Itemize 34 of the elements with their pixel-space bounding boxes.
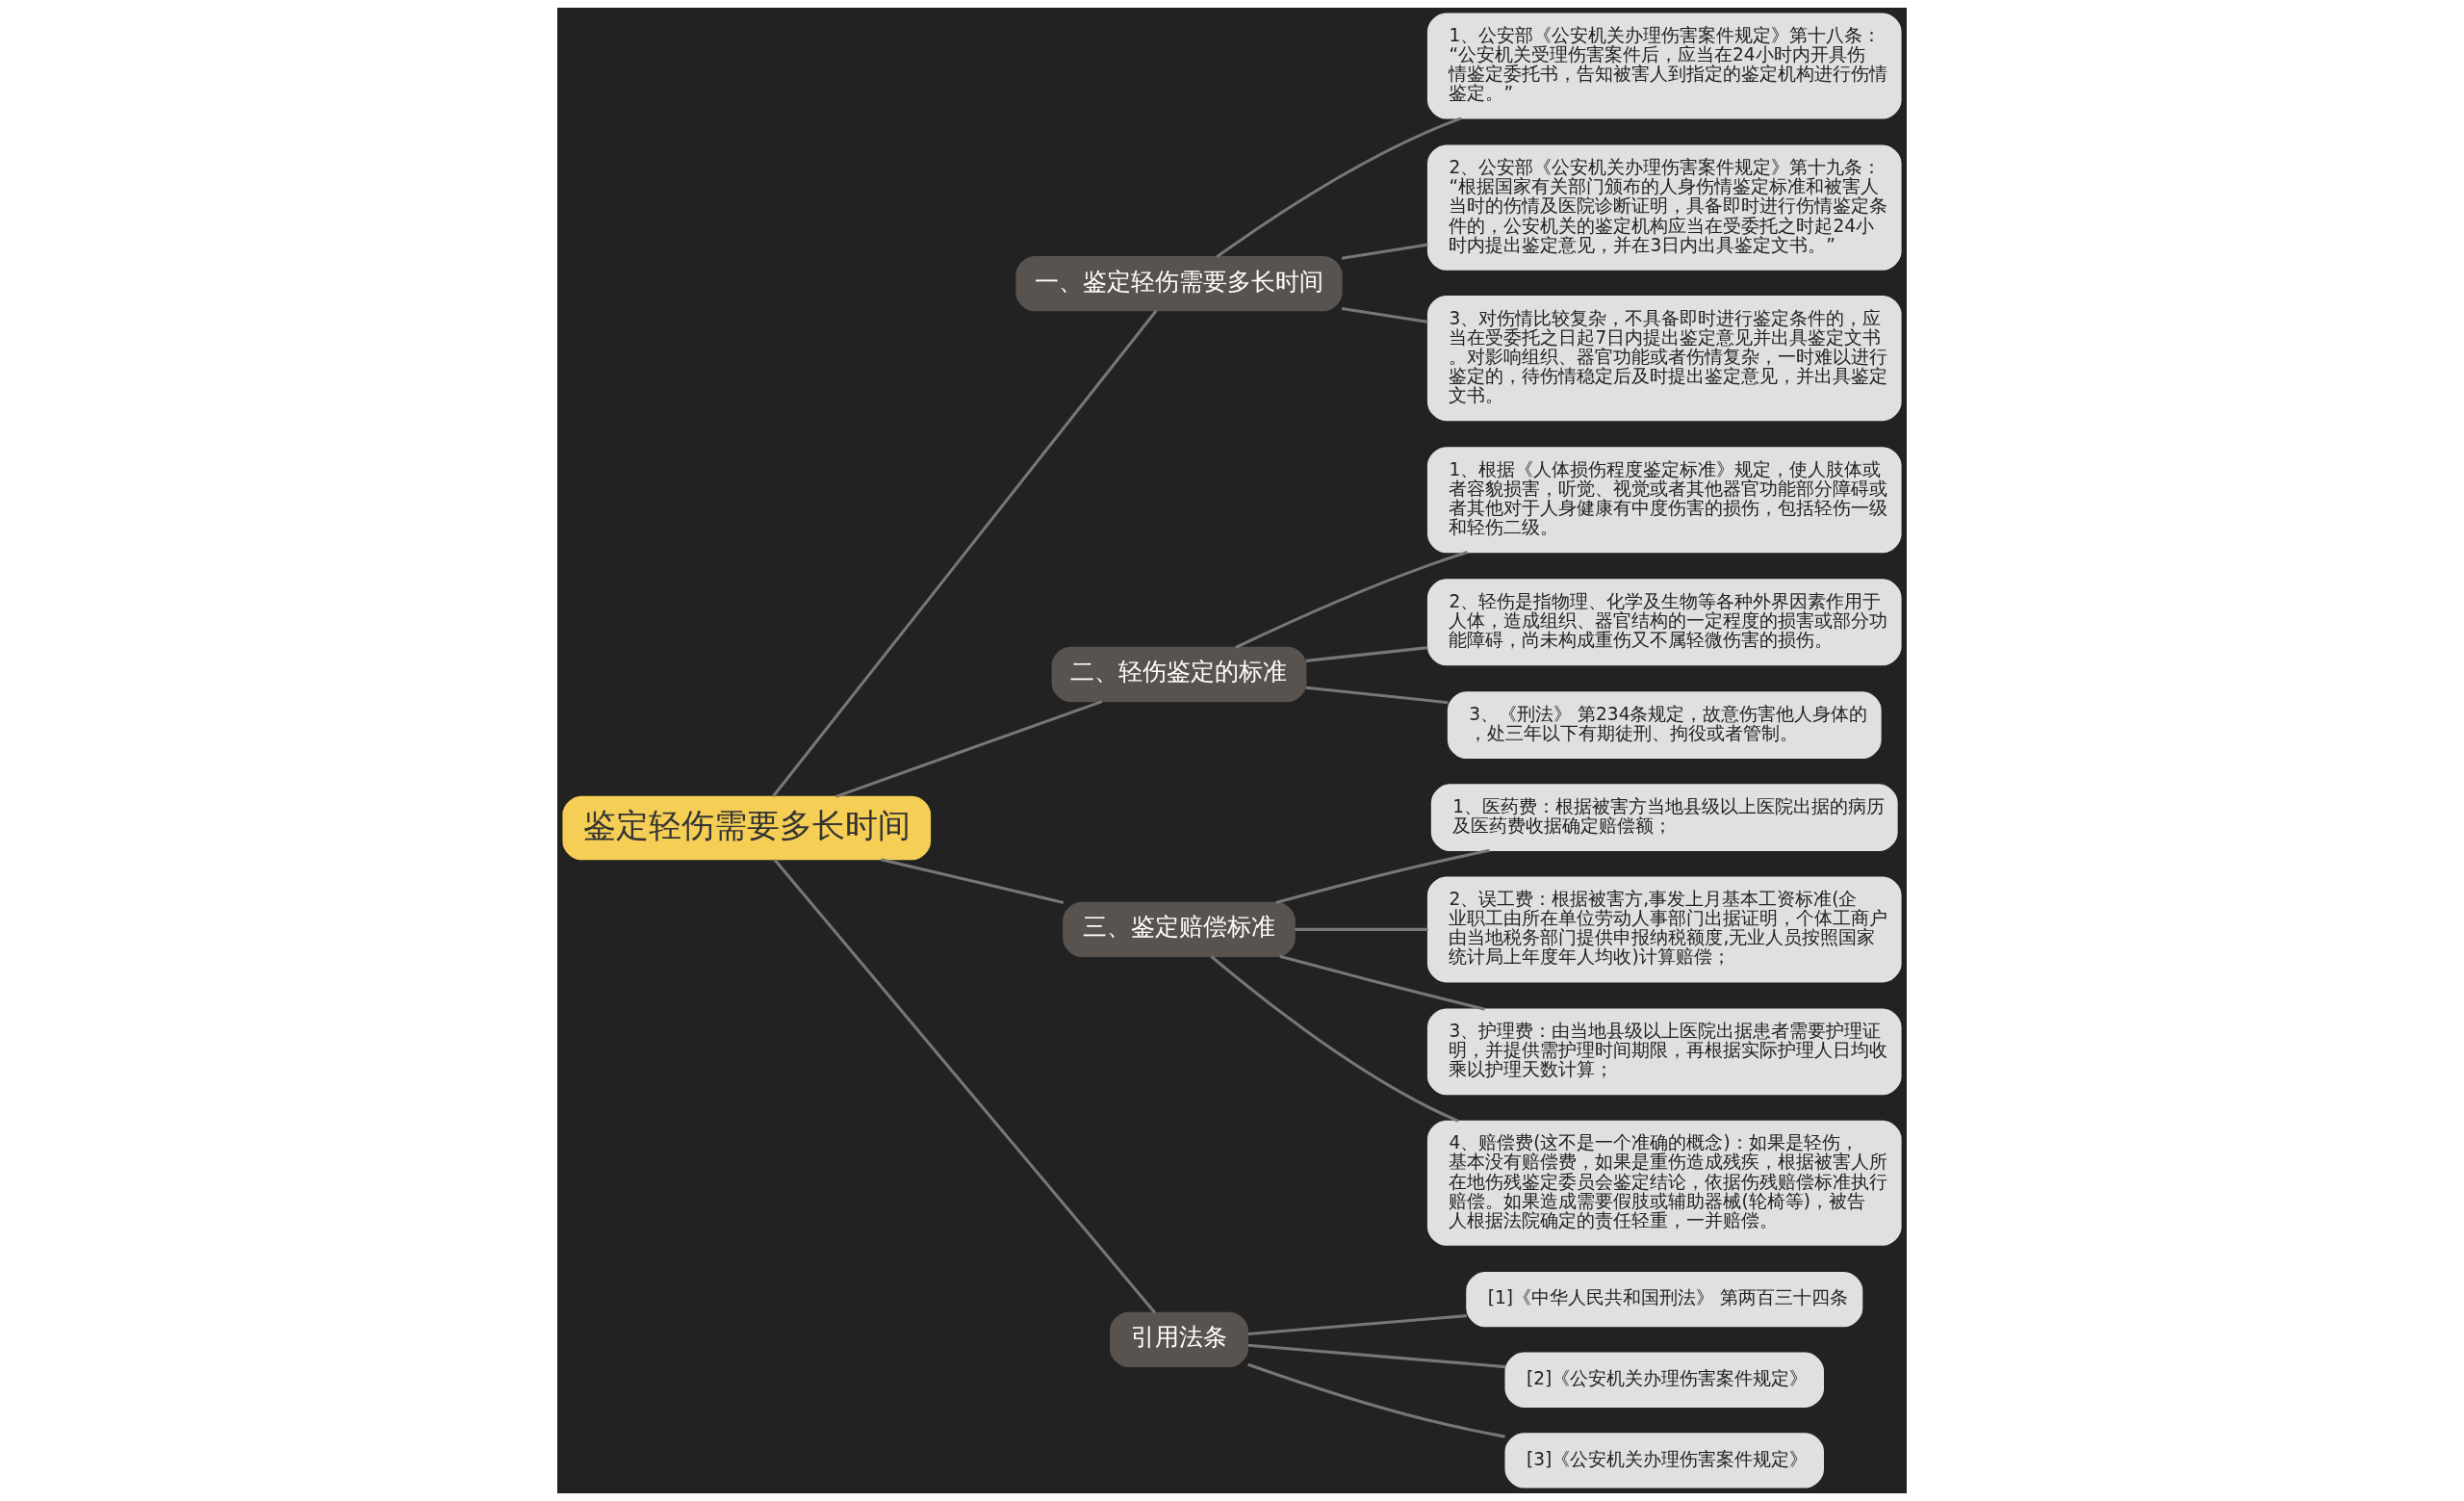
node-box: [1]《中华人民共和国刑法》 第两百三十四条	[1466, 1271, 1863, 1328]
node-box: 2、轻伤是指物理、化学及生物等各种外界因素作用于人体，造成组织、器官结构的一定程度的损害或部分功能障碍，尚未构成重伤又不属轻微伤害的损伤。	[1426, 579, 1902, 666]
connector	[1216, 116, 1462, 258]
node-box: 三、鉴定赔偿标准	[1063, 901, 1296, 958]
node-box: 引用法条	[1109, 1311, 1249, 1368]
connector	[1341, 243, 1428, 260]
connector	[835, 700, 1103, 798]
node-box: 3、对伤情比较复杂，不具备即时进行鉴定条件的，应当在受委托之日起7日内提出鉴定意见并出具鉴定文书。对影响组织、器官功能或者伤情复杂，一时难以进行鉴定的，待伤情稳定后及时提出鉴定意见，并出具鉴定文书。	[1426, 296, 1902, 422]
node-box: 1、根据《人体损伤程度鉴定标准》规定，使人肢体或者容貌损害，听觉、视觉或者其他器官功能部分障碍或者其他对于人身健康有中度伤害的损伤，包括轻伤一级和轻伤二级。	[1426, 447, 1902, 554]
node-box: 2、误工费：根据被害方,事发上月基本工资标准(企业职工由所在单位劳动人事部门出据证明，个体工商户由当地税务部门提供申报纳税额度,无业人员按照国家统计局上年度年人均收)计算赔偿；	[1426, 876, 1902, 983]
connector	[1247, 1343, 1506, 1369]
node-box: 一、鉴定轻伤需要多长时间	[1015, 255, 1343, 312]
connector	[1279, 954, 1485, 1011]
connector	[881, 858, 1065, 904]
connector	[773, 858, 1157, 1314]
connector	[1210, 955, 1459, 1123]
connector	[772, 309, 1158, 798]
connector	[1305, 686, 1449, 705]
node-box: [3]《公安机关办理伤害案件规定》	[1504, 1433, 1825, 1488]
node-box: 2、公安部《公安机关办理伤害案件规定》第十九条：“根据国家有关部门颁布的人身伤情鉴定标准和被害人当时的伤情及医院诊断证明，具备即时进行伤情鉴定条件的，公安机关的鉴定机构应当在受委托之时起24小时内提出鉴定意见，并在3日内出具鉴定文书。”	[1426, 144, 1902, 271]
node-box: 1、医药费：根据被害方当地县级以上医院出据的病历及医药费收据确定赔偿额；	[1430, 784, 1898, 852]
node-box: 3、护理费：由当地县级以上医院出据患者需要护理证明，并提供需护理时间期限，再根据实际护理人日均收乘以护理天数计算；	[1426, 1008, 1902, 1096]
node-box: 1、公安部《公安机关办理伤害案件规定》第十八条：“公安机关受理伤害案件后，应当在24小时内开具伤情鉴定委托书，告知被害人到指定的鉴定机构进行伤情鉴定。”	[1426, 13, 1902, 119]
node-box: 二、轻伤鉴定的标准	[1051, 646, 1307, 703]
node-box: 鉴定轻伤需要多长时间	[562, 795, 932, 861]
node-box: 4、赔偿费(这不是一个准确的概念)：如果是轻伤，基本没有赔偿费，如果是重伤造成残疾，根据被害人所在地伤残鉴定委员会鉴定结论，依据伤残赔偿标准执行赔偿。如果造成需要假肢或辅助器械(轮椅等)，被告人根据法院确定的责任轻重，一并赔偿。	[1426, 1120, 1902, 1246]
connector	[1341, 306, 1428, 323]
connector	[1305, 646, 1428, 662]
node-box: 3、《刑法》 第234条规定，故意伤害他人身体的，处三年以下有期徒刑、拘役或者管制。	[1447, 691, 1882, 760]
node-box: [2]《公安机关办理伤害案件规定》	[1504, 1352, 1825, 1408]
connector	[1247, 1314, 1467, 1336]
connector	[1247, 1362, 1505, 1438]
connector	[1295, 927, 1428, 931]
connector	[1235, 551, 1469, 649]
